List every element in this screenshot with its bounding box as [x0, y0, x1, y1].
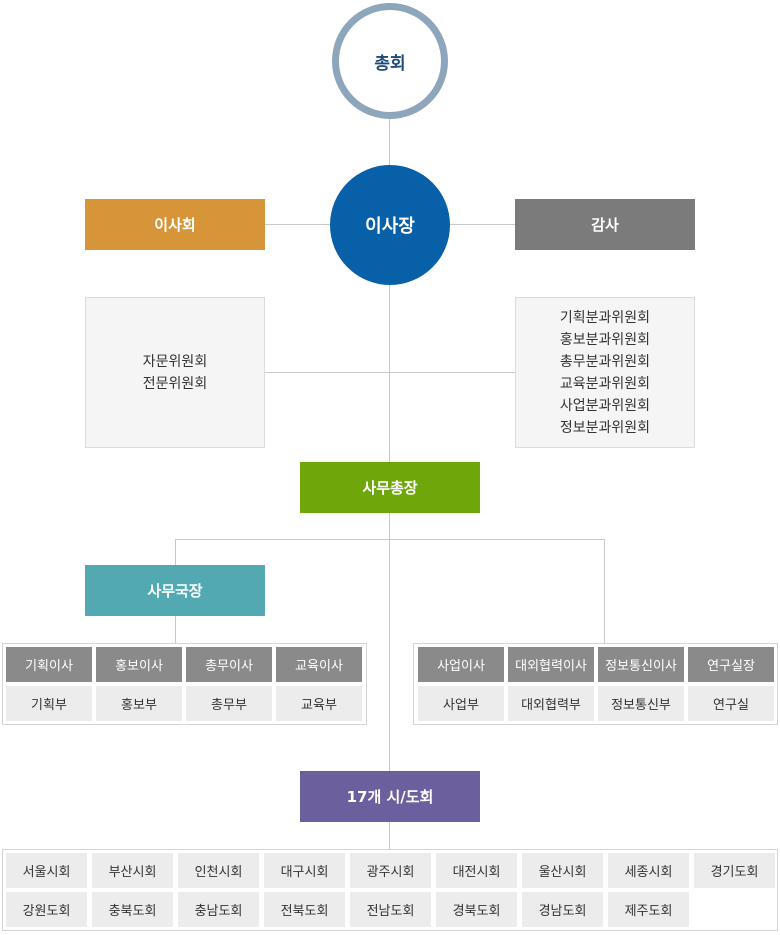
connector-line	[450, 224, 515, 225]
subcommittee-item: 교육분과위원회	[559, 375, 651, 392]
left-department-cell: 기획부	[6, 686, 92, 721]
region-cell: 충북도회	[92, 892, 173, 927]
region-cell: 서울시회	[6, 853, 87, 888]
connector-line	[389, 285, 390, 771]
subcommittee-item: 총무분과위원회	[559, 353, 651, 370]
advisory-committee-item: 전문위원회	[142, 375, 208, 392]
right-department-cell: 대외협력부	[508, 686, 594, 721]
advisory-committee-item: 자문위원회	[142, 353, 208, 370]
left-director-cell: 교육이사	[276, 647, 362, 682]
left-director-cell: 홍보이사	[96, 647, 182, 682]
secretary-general-node: 사무총장	[300, 462, 480, 513]
right-director-cell: 정보통신이사	[598, 647, 684, 682]
audit-node: 감사	[515, 199, 695, 250]
advisory-committees-panel: 자문위원회 전문위원회	[85, 297, 265, 448]
region-cell: 인천시회	[178, 853, 259, 888]
region-cell: 제주도회	[608, 892, 689, 927]
subcommittees-panel: 기획분과위원회 홍보분과위원회 총무분과위원회 교육분과위원회 사업분과위원회 …	[515, 297, 695, 448]
right-department-cell: 사업부	[418, 686, 504, 721]
connector-line	[175, 539, 176, 565]
region-cell: 경기도회	[694, 853, 775, 888]
connector-line	[175, 539, 605, 540]
region-cell: 강원도회	[6, 892, 87, 927]
connector-line	[175, 616, 176, 643]
regional-associations-node: 17개 시/도회	[300, 771, 480, 822]
board-node: 이사회	[85, 199, 265, 250]
right-director-cell: 대외협력이사	[508, 647, 594, 682]
connector-line	[604, 539, 605, 643]
region-cell: 대구시회	[264, 853, 345, 888]
subcommittee-item: 기획분과위원회	[559, 309, 651, 326]
connector-line	[389, 119, 390, 165]
region-cell: 대전시회	[436, 853, 517, 888]
chairman-node: 이사장	[330, 165, 450, 285]
region-cell: 세종시회	[608, 853, 689, 888]
left-department-cell: 홍보부	[96, 686, 182, 721]
right-department-cell: 연구실	[688, 686, 774, 721]
left-director-cell: 기획이사	[6, 647, 92, 682]
right-department-cell: 정보통신부	[598, 686, 684, 721]
left-director-cell: 총무이사	[186, 647, 272, 682]
region-cell: 전남도회	[350, 892, 431, 927]
subcommittee-item: 사업분과위원회	[559, 397, 651, 414]
region-cell: 부산시회	[92, 853, 173, 888]
region-cell: 울산시회	[522, 853, 603, 888]
connector-line	[265, 372, 515, 373]
general-assembly-node: 총회	[332, 3, 448, 119]
left-department-cell: 교육부	[276, 686, 362, 721]
subcommittee-item: 홍보분과위원회	[559, 331, 651, 348]
left-department-cell: 총무부	[186, 686, 272, 721]
right-director-cell: 사업이사	[418, 647, 504, 682]
connector-line	[265, 224, 330, 225]
region-cell: 경북도회	[436, 892, 517, 927]
region-cell: 광주시회	[350, 853, 431, 888]
region-cell: 전북도회	[264, 892, 345, 927]
right-director-cell: 연구실장	[688, 647, 774, 682]
secretariat-director-node: 사무국장	[85, 565, 265, 616]
subcommittee-item: 정보분과위원회	[559, 419, 651, 436]
region-cell: 충남도회	[178, 892, 259, 927]
region-cell: 경남도회	[522, 892, 603, 927]
connector-line	[389, 822, 390, 849]
